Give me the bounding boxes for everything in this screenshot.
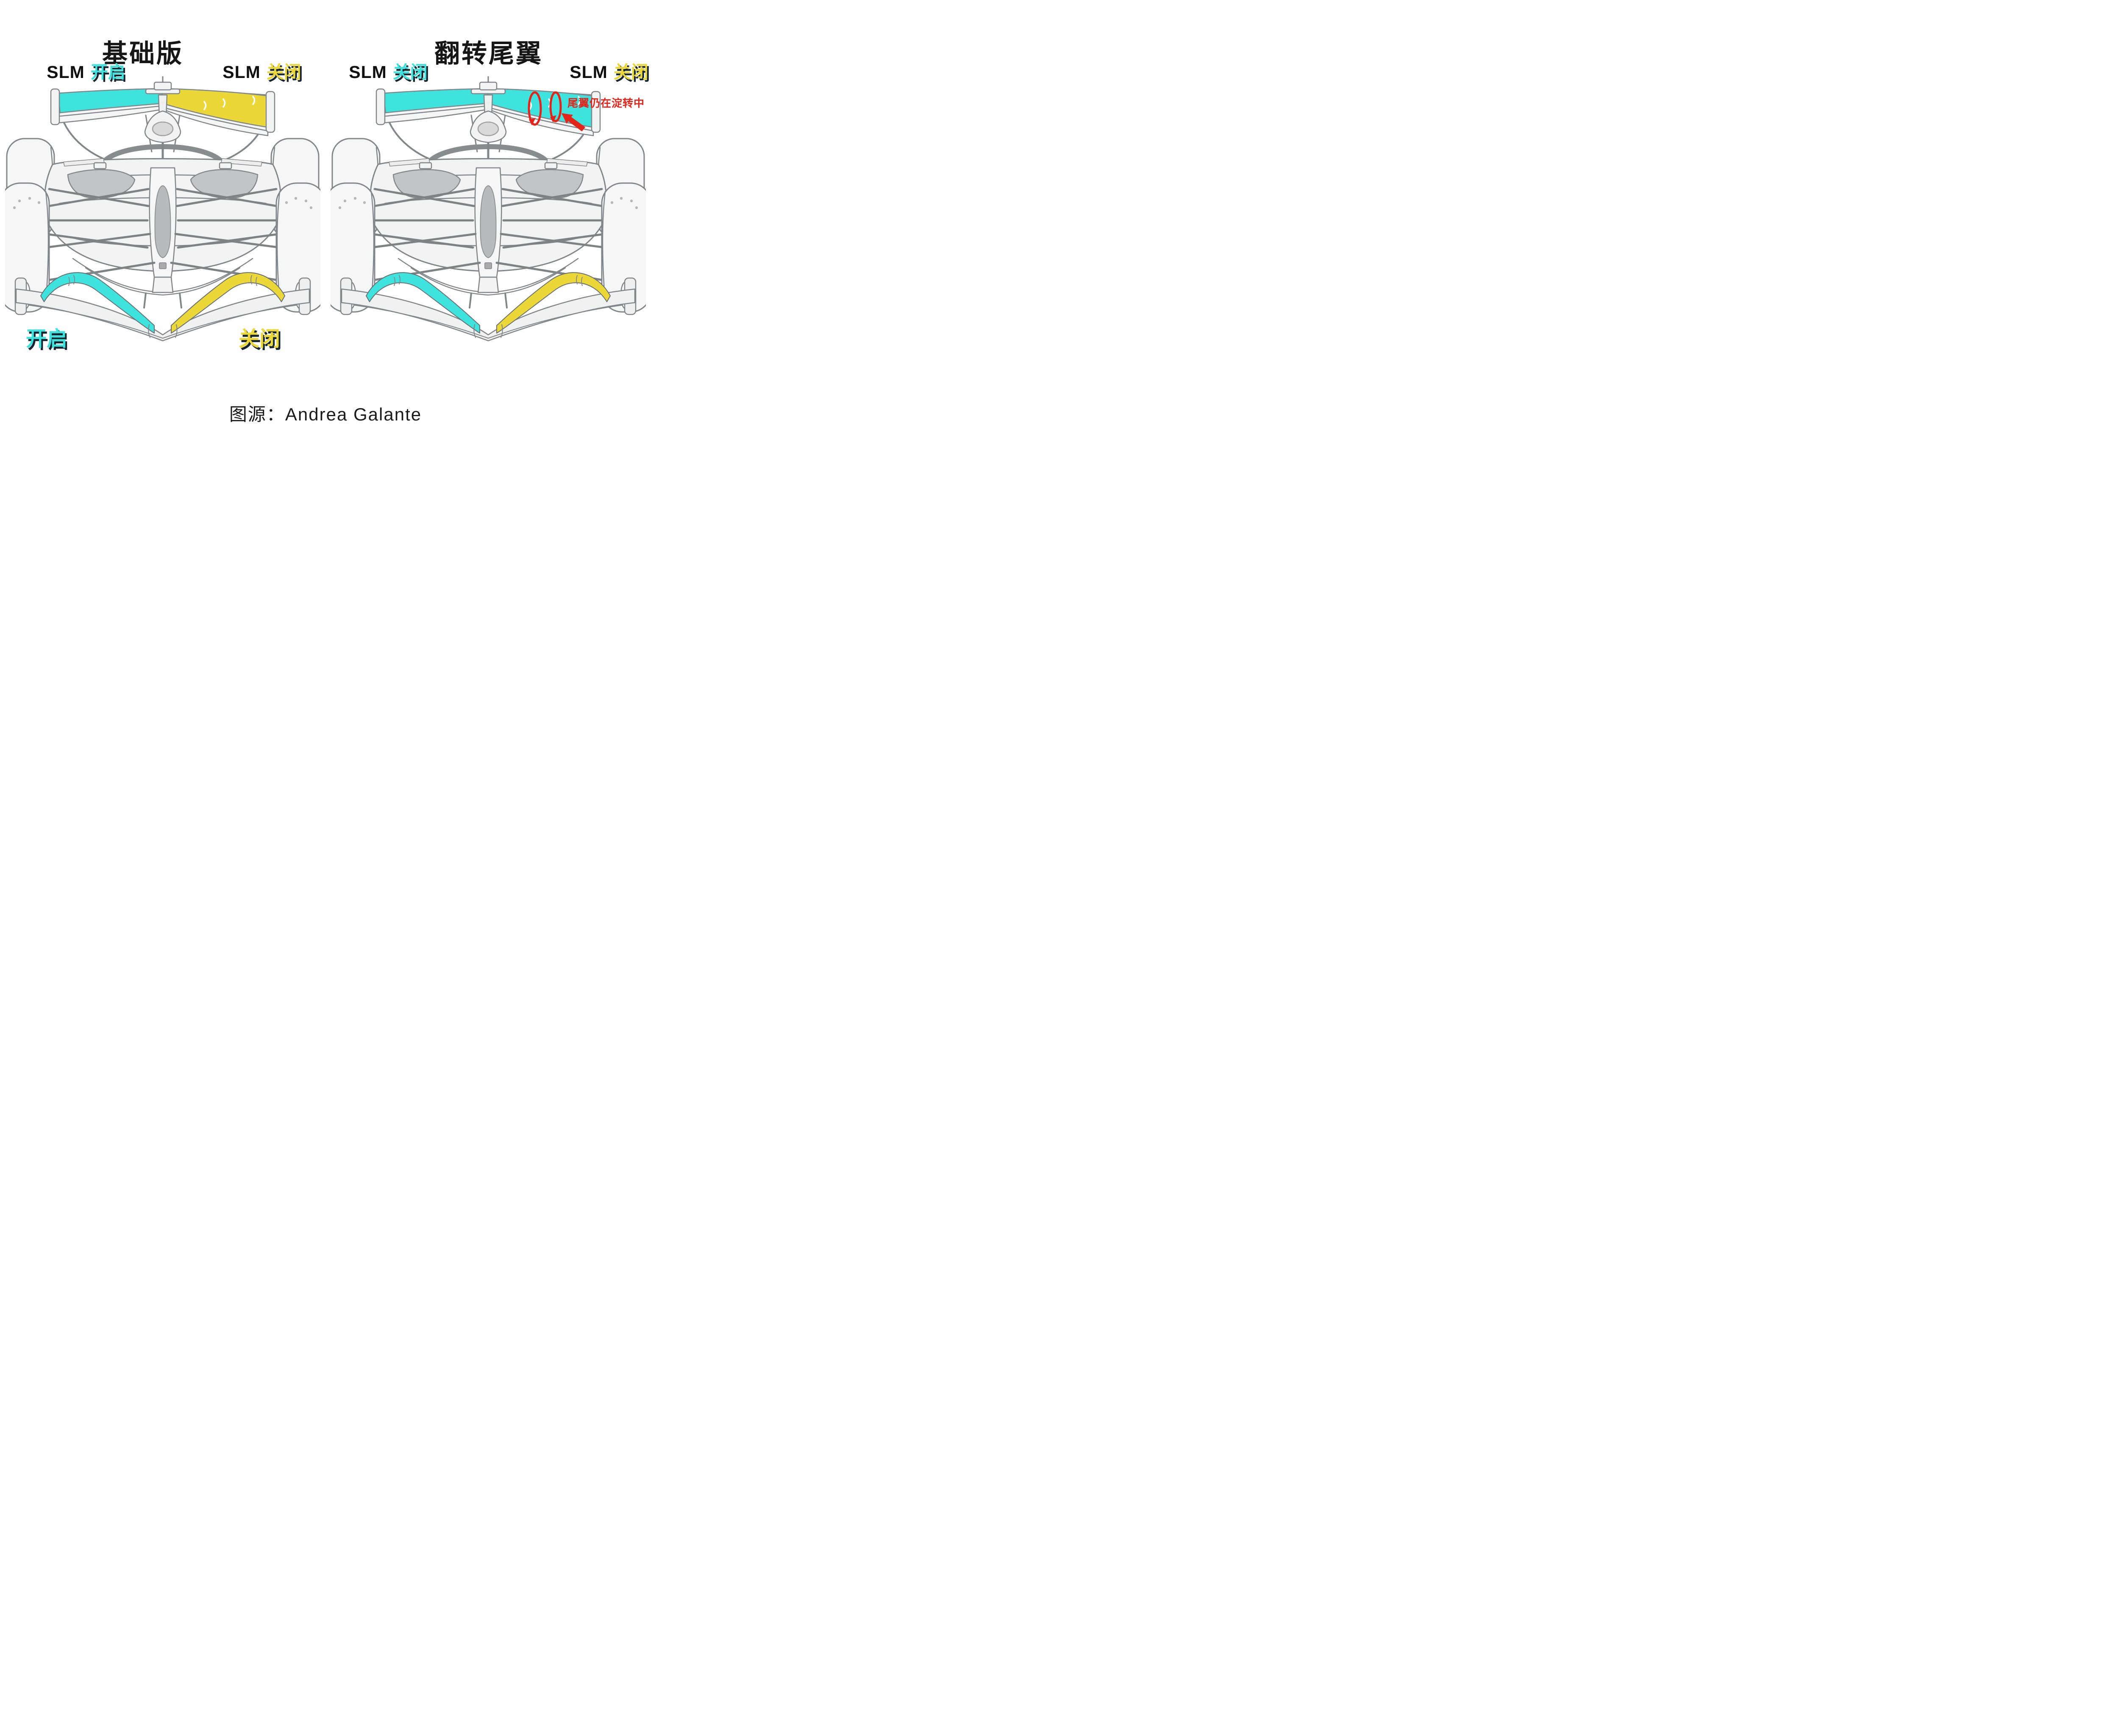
- slm-state-closed: 关闭: [613, 62, 648, 82]
- sidepod-inlet-right: [515, 169, 584, 199]
- mirror-right: [544, 162, 558, 170]
- camera-mount: [479, 81, 498, 91]
- front-wing-left-flap: [40, 272, 155, 334]
- front-wing-right-flap: [171, 272, 285, 334]
- front-wing-main-plane: [341, 288, 636, 342]
- sidepod-inlet-left: [392, 169, 461, 199]
- slm-state-closed: 关闭: [266, 62, 301, 82]
- slm-word: SLM: [222, 62, 261, 82]
- panel-title-flipped: 翻转尾翼: [434, 39, 543, 68]
- front-wing-left-flap: [366, 272, 480, 334]
- infographic: 基础版 SLM 开启 SLM 关闭: [0, 0, 651, 434]
- front-wing-right-flap: [496, 272, 611, 334]
- car-diagram-base: [0, 75, 326, 348]
- rear-wing-endplate-right: [591, 91, 601, 133]
- panel-title-base: 基础版: [102, 39, 184, 68]
- front-wing-label-closed: 关闭: [238, 328, 281, 351]
- rotation-arrowhead-icon: [550, 115, 556, 122]
- image-source-caption: 图源：Andrea Galante: [229, 404, 422, 424]
- rotation-arrowhead-icon: [529, 118, 536, 125]
- rotation-loop-icon: [549, 91, 562, 122]
- front-wing-label-open: 开启: [25, 328, 68, 351]
- rotation-annotation: [528, 91, 585, 131]
- panel-flipped-wing: 翻转尾翼 SLM 关闭 SLM 关闭: [325, 0, 651, 434]
- slm-state-closed: 关闭: [392, 62, 428, 82]
- slm-word: SLM: [570, 62, 608, 82]
- rear-wing-endplate-right: [265, 91, 275, 133]
- slm-state-open: 开启: [90, 62, 125, 82]
- slm-word: SLM: [47, 62, 85, 82]
- camera-mount: [153, 81, 172, 91]
- mirror-left: [419, 162, 432, 170]
- slm-label-right: SLM 关闭: [222, 58, 301, 83]
- rear-wing-endplate-left: [375, 88, 386, 125]
- slm-word: SLM: [349, 62, 387, 82]
- slm-label-left: SLM 开启: [47, 58, 125, 83]
- rotation-annotation-text: 尾翼仍在淀转中: [567, 97, 645, 109]
- rear-wing-endplate-left: [50, 88, 60, 125]
- panel-base-version: 基础版 SLM 开启 SLM 关闭: [0, 0, 326, 434]
- rotation-loop-icon: [528, 91, 542, 126]
- mirror-left: [93, 162, 107, 170]
- pointer-arrow-icon: [562, 113, 585, 131]
- sidepod-inlet-left: [67, 169, 136, 199]
- slm-label-left: SLM 关闭: [349, 58, 428, 83]
- sidepod-inlet-right: [190, 169, 259, 199]
- mirror-right: [219, 162, 232, 170]
- f1-car-front-view: [0, 75, 326, 342]
- slm-label-right: SLM 关闭: [570, 58, 648, 83]
